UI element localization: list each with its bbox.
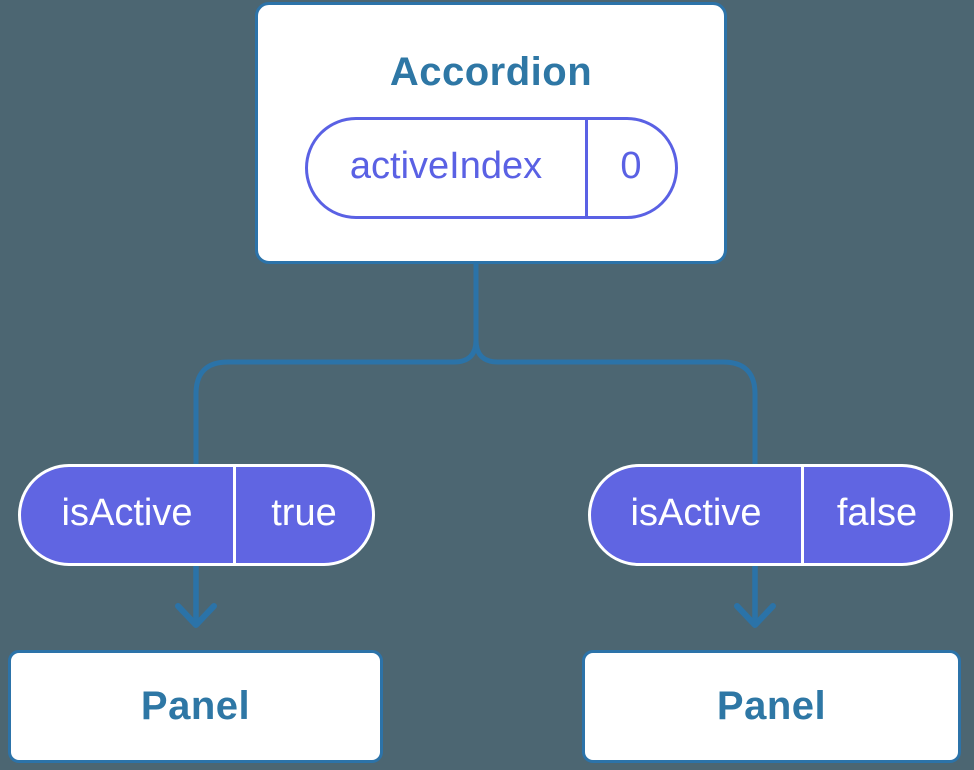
prop-pill-right-label: isActive	[630, 492, 762, 534]
state-pill-label: activeIndex	[349, 145, 543, 187]
state-pill-divider	[584, 120, 588, 216]
arrow-right-head-icon	[734, 603, 776, 628]
prop-pill-left-value: true	[271, 492, 337, 534]
prop-pill-left-divider	[233, 467, 236, 563]
state-pill-value: 0	[620, 145, 642, 187]
panel-node-left-label: Panel	[140, 684, 251, 728]
root-node-title: Accordion	[389, 50, 593, 94]
prop-pill-left-label: isActive	[61, 492, 193, 534]
panel-node-right-label: Panel	[716, 684, 827, 728]
prop-pill-left: isActive true	[18, 464, 375, 566]
panel-node-left: Panel	[8, 650, 383, 763]
root-node-accordion: Accordion activeIndex 0	[255, 2, 727, 264]
prop-pill-right-value: false	[836, 492, 918, 534]
prop-pill-right-divider	[801, 467, 804, 563]
arrow-left-head-icon	[175, 603, 217, 628]
prop-pill-right: isActive false	[588, 464, 953, 566]
state-pill: activeIndex 0	[304, 117, 678, 219]
panel-node-right: Panel	[582, 650, 961, 763]
connector-left-branch	[193, 264, 479, 464]
connector-right-branch	[473, 339, 758, 464]
